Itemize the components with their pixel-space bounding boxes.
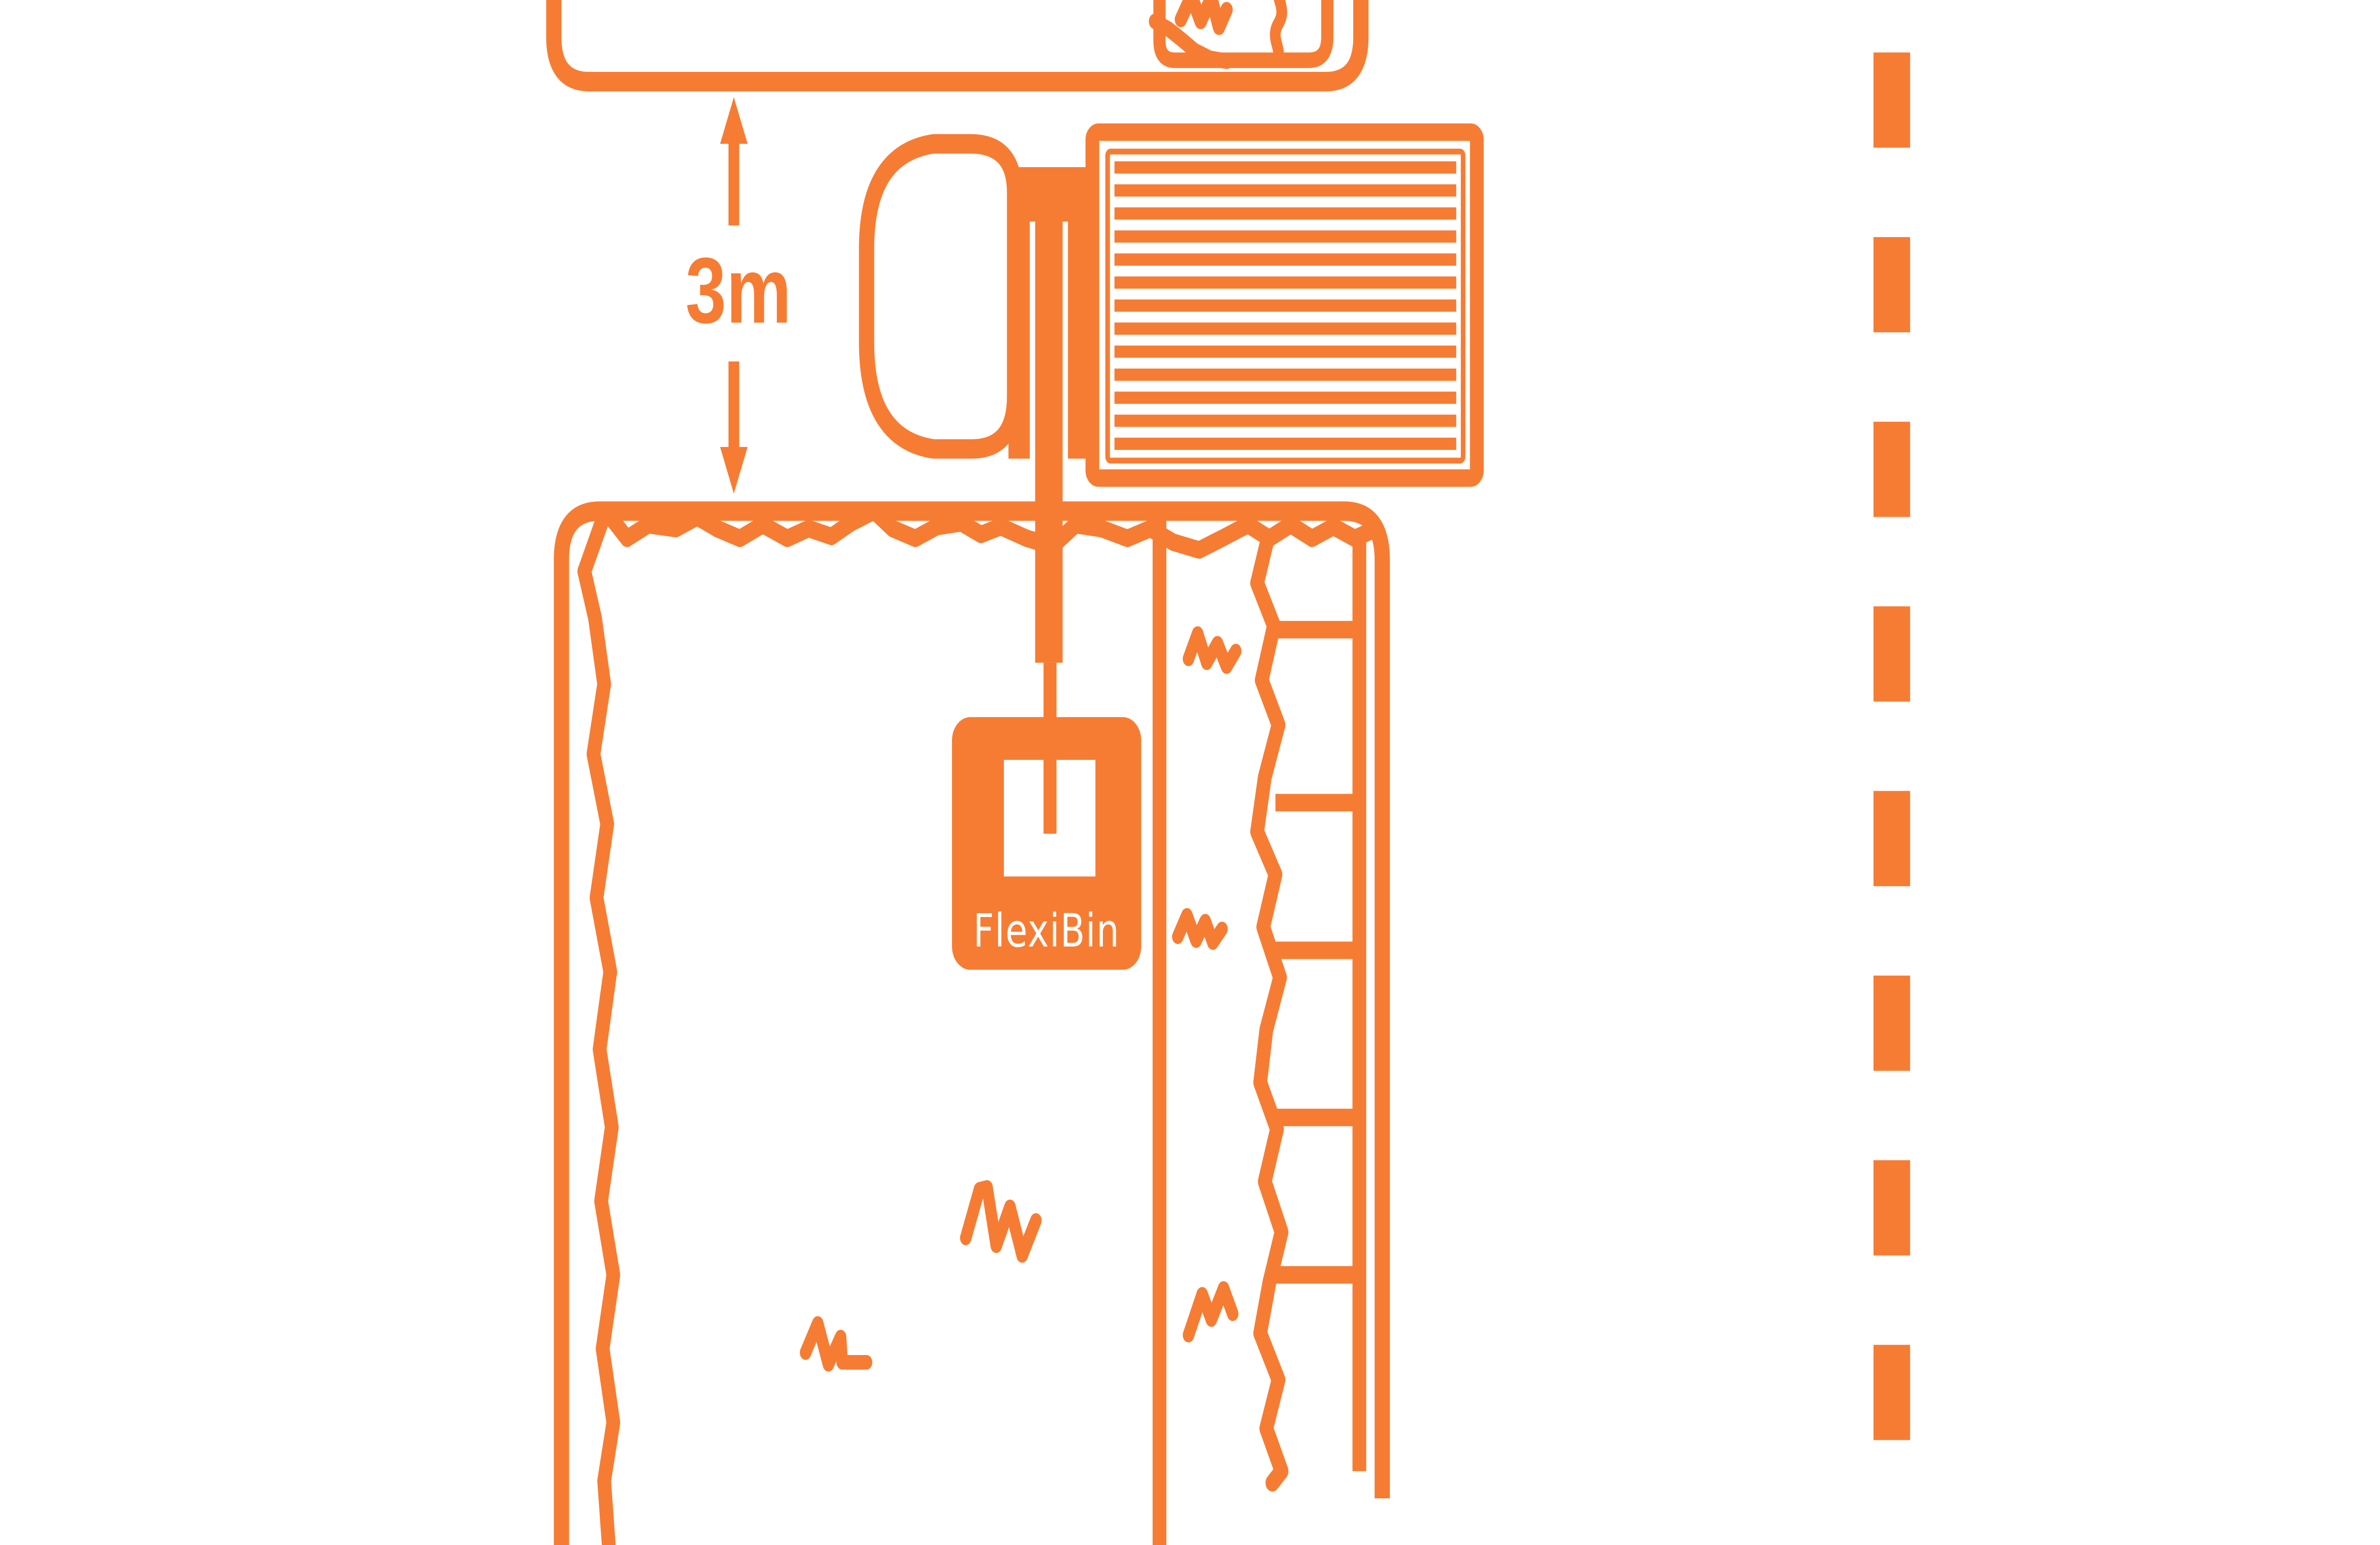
spoil-truck bbox=[546, 0, 1368, 91]
bed-rib bbox=[1114, 438, 1457, 450]
bed-rib bbox=[1114, 414, 1457, 427]
boundary-dash bbox=[1873, 421, 1910, 517]
excavation-outline bbox=[554, 501, 1390, 1545]
grass-marks bbox=[800, 626, 1242, 1372]
trench-wall-rough-edge bbox=[1250, 529, 1289, 1492]
clearance-label: 3m bbox=[685, 239, 791, 343]
bed-rib bbox=[1114, 369, 1457, 381]
lorry-bed-ribs bbox=[1114, 161, 1457, 450]
boundary-dash bbox=[1873, 606, 1910, 702]
spoil-heap-line bbox=[1149, 13, 1233, 69]
bed-rib bbox=[1114, 161, 1457, 174]
bed-rib bbox=[1114, 322, 1457, 335]
spoil-truck-body bbox=[546, 0, 1368, 91]
boundary-dash bbox=[1873, 976, 1910, 1071]
clearance-annotation: 3m bbox=[685, 97, 791, 494]
arrow-down-icon bbox=[720, 447, 748, 494]
bed-rib bbox=[1114, 345, 1457, 358]
grab-lorry bbox=[859, 123, 1484, 487]
bed-rib bbox=[1114, 299, 1457, 312]
spoil-wavy-mark bbox=[1269, 0, 1287, 67]
arrow-shaft-bottom bbox=[728, 361, 739, 451]
excavation-rough-left-edge bbox=[577, 562, 620, 1545]
grass-mark bbox=[800, 1316, 873, 1372]
spoil-compartment bbox=[1153, 0, 1334, 68]
grass-mark bbox=[1182, 1281, 1239, 1343]
crane-hook-bar bbox=[1043, 662, 1057, 834]
boundary-dash bbox=[1873, 1160, 1910, 1256]
boundary-dash bbox=[1873, 237, 1910, 332]
bed-rib bbox=[1114, 253, 1457, 266]
grass-mark bbox=[960, 1180, 1042, 1263]
bed-rib bbox=[1114, 230, 1457, 243]
boundary-dash bbox=[1873, 52, 1910, 148]
boundary-dashed-line bbox=[1873, 52, 1910, 1440]
boundary-dash bbox=[1873, 791, 1910, 887]
grass-mark bbox=[1182, 626, 1242, 674]
bed-rib bbox=[1114, 184, 1457, 197]
lorry-bed-inner bbox=[1105, 149, 1466, 464]
ladder-rungs bbox=[1275, 621, 1359, 1284]
bed-rib bbox=[1114, 391, 1457, 404]
excavation bbox=[554, 501, 1390, 1545]
excavation-rough-top-edge bbox=[577, 502, 1383, 580]
spoil-zigzag-mark bbox=[1174, 0, 1233, 35]
bed-rib bbox=[1114, 207, 1457, 220]
bed-rib bbox=[1114, 276, 1457, 289]
crane-arm bbox=[1035, 190, 1063, 663]
arrow-up-icon bbox=[720, 97, 748, 144]
flexibin: FlexiBin bbox=[952, 190, 1141, 970]
lorry-cab bbox=[859, 134, 1022, 459]
boundary-dash bbox=[1873, 1345, 1910, 1440]
grass-mark bbox=[1172, 908, 1228, 950]
crane-housing-right bbox=[1068, 213, 1094, 459]
crane-housing-left bbox=[1008, 213, 1030, 459]
flexibin-label: FlexiBin bbox=[973, 905, 1120, 957]
arrow-shaft-top bbox=[728, 140, 739, 226]
